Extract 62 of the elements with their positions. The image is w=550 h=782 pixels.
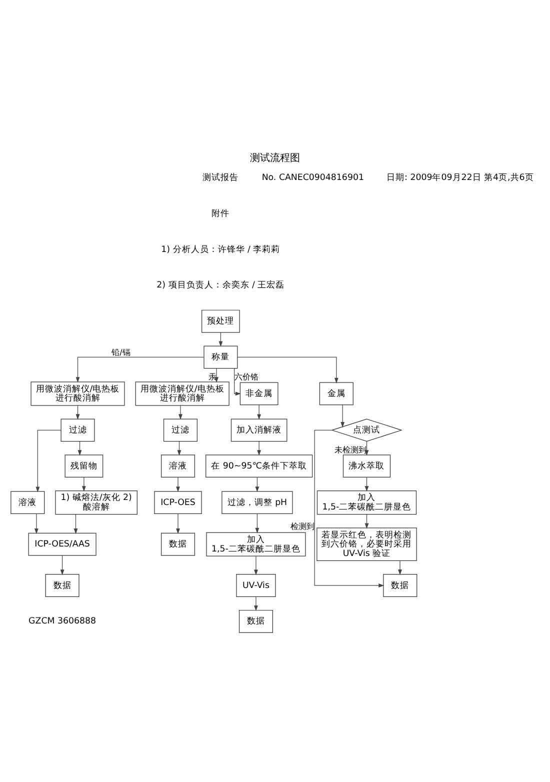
label: 2) 项目负责人：余奕东 / 王宏磊 <box>156 280 285 290</box>
arrow <box>218 332 223 346</box>
node-box: 残留物 <box>64 454 104 478</box>
node-box: 预处理 <box>202 309 240 332</box>
node-box: 数据 <box>160 532 196 556</box>
label: 测试报告 <box>202 172 239 182</box>
arrow <box>176 512 180 534</box>
node-box: 溶液 <box>10 490 45 514</box>
node-box: 过滤，调整 pH <box>222 490 293 514</box>
label: No. CANEC0904816901 <box>262 172 364 182</box>
node-box: 1) 碱熔法/灰化 2) 酸溶解 <box>55 490 138 514</box>
node-box: 称量 <box>204 345 238 368</box>
arrow <box>364 440 369 456</box>
arrow <box>60 554 64 575</box>
arrow <box>178 404 182 420</box>
node-box: 用微波消解仪/电热板进行酸消解 <box>30 381 125 406</box>
node-box: 若显示红色，表明检测到六价铬，必要时采用 UV-Vis 验证 <box>316 527 417 561</box>
arrow <box>254 596 258 611</box>
node-box: 加入 1,5-二苯碳酰二肼显色 <box>206 532 306 556</box>
arrow <box>237 356 338 383</box>
arrow <box>257 404 262 420</box>
arrow <box>364 514 369 528</box>
node-diamond: 点测试 <box>330 418 402 442</box>
node-box: 数据 <box>383 574 418 596</box>
arrow <box>255 512 260 533</box>
diagram-title: 测试流程图 <box>250 152 300 164</box>
node-box: 过滤 <box>163 418 198 442</box>
arrow <box>398 560 402 575</box>
arrow <box>257 440 262 456</box>
node-box: ICP-OES <box>154 490 202 514</box>
arrow <box>234 368 241 396</box>
label: 附件 <box>212 208 230 218</box>
label: GZCM 3606888 <box>28 616 96 626</box>
arrow <box>76 356 204 382</box>
arrow <box>78 440 82 456</box>
arrow <box>74 514 78 534</box>
node-box: 加入消解液 <box>230 418 288 442</box>
node-box: ICP-OES/AAS <box>28 532 96 556</box>
arrow <box>364 476 369 492</box>
node-box: 过滤 <box>60 418 95 442</box>
arrow <box>254 555 258 575</box>
arrow <box>214 368 218 382</box>
arrow <box>340 404 345 428</box>
node-box: 金属 <box>319 382 354 405</box>
arrow <box>314 429 384 587</box>
label: 日期: 2009年09月22日 第4页,共6页 <box>386 172 534 182</box>
node-box: 溶液 <box>160 454 196 478</box>
label: 1) 分析人员：许锋华 / 李莉莉 <box>161 244 280 254</box>
node-box: 加入 1,5-二苯碳酰二肼显色 <box>316 490 417 514</box>
arrow <box>176 476 180 492</box>
arrow <box>36 429 62 492</box>
arrow <box>255 476 260 492</box>
node-box: 沸水萃取 <box>342 454 391 478</box>
node-box: 数据 <box>238 609 273 632</box>
node-box: 数据 <box>45 574 80 596</box>
arrow <box>177 440 182 456</box>
node-box: 非金属 <box>240 382 278 405</box>
node-box: UV-Vis <box>236 574 276 596</box>
node-box: 用微波消解仪/电热板进行酸消解 <box>135 381 230 406</box>
node-box: 在 90~95℃条件下萃取 <box>206 454 313 478</box>
arrow <box>82 476 86 492</box>
arrow <box>34 512 38 534</box>
